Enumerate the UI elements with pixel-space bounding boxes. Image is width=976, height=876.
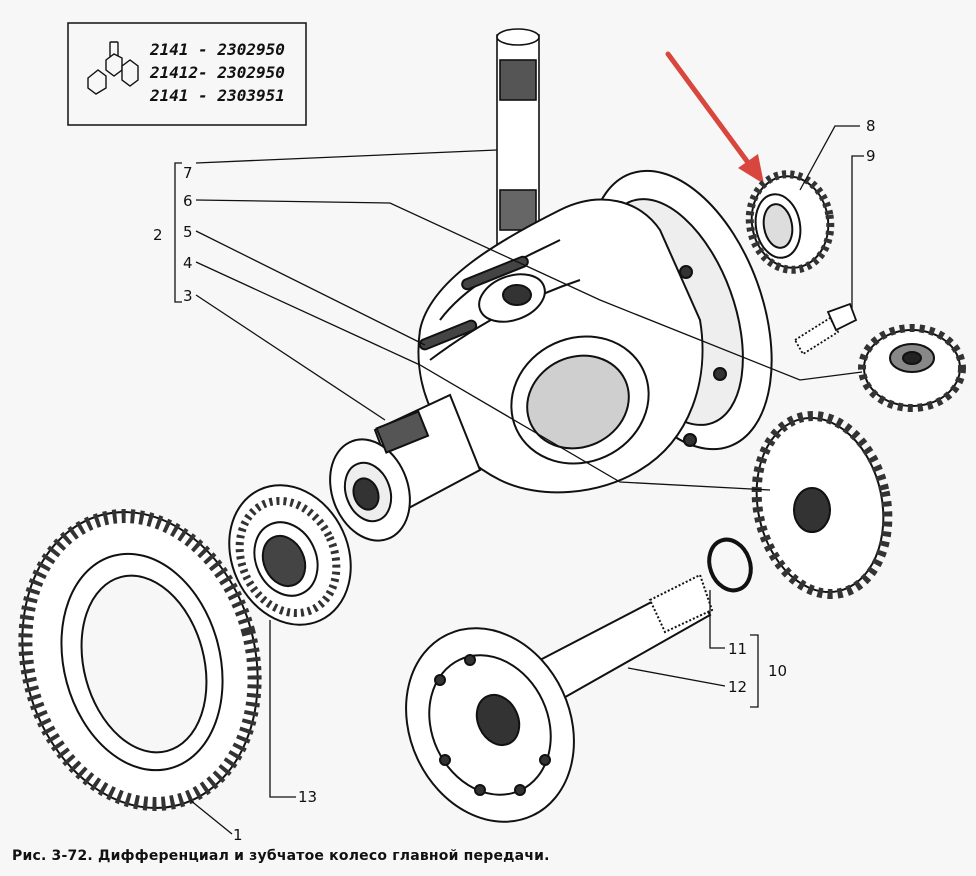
bolt-9	[793, 302, 858, 356]
side-gear-4	[751, 410, 893, 600]
part-number-2: 21412- 2302950	[149, 63, 285, 82]
pinion-gear-6	[858, 324, 966, 412]
part-number-1: 2141 - 2302950	[149, 40, 285, 59]
callout-2: 2	[153, 226, 163, 244]
leader-lines	[174, 125, 864, 835]
pinion-axle-7	[496, 28, 540, 258]
dowel-pins-icon	[87, 41, 139, 95]
bearing-13	[228, 484, 352, 626]
snap-ring-11	[707, 537, 753, 593]
red-pointer-arrow	[665, 51, 764, 184]
callout-labels: 7 6 2 5 4 3 8 9 11 10 12 13 1	[153, 117, 876, 844]
callout-13: 13	[298, 788, 317, 806]
callout-9: 9	[866, 147, 876, 165]
ring-gear-1	[18, 509, 262, 811]
callout-4: 4	[183, 254, 193, 272]
speedometer-gear-8	[745, 170, 835, 274]
callout-10: 10	[768, 662, 787, 680]
callout-7: 7	[183, 164, 193, 182]
callout-5: 5	[183, 223, 193, 241]
part-number-3: 2141 - 2303951	[149, 86, 285, 105]
callout-11: 11	[728, 640, 747, 658]
callout-3: 3	[183, 287, 193, 305]
callout-12: 12	[728, 678, 747, 696]
figure-caption: Рис. 3-72. Дифференциал и зубчатое колес…	[12, 848, 550, 864]
differential-housing	[329, 169, 773, 542]
callout-1: 1	[233, 826, 243, 844]
part-number-box: 2141 - 2302950 21412- 2302950 2141 - 230…	[67, 22, 307, 126]
callout-6: 6	[183, 192, 193, 210]
callout-8: 8	[866, 117, 876, 135]
shaft-flange-12	[405, 573, 714, 823]
